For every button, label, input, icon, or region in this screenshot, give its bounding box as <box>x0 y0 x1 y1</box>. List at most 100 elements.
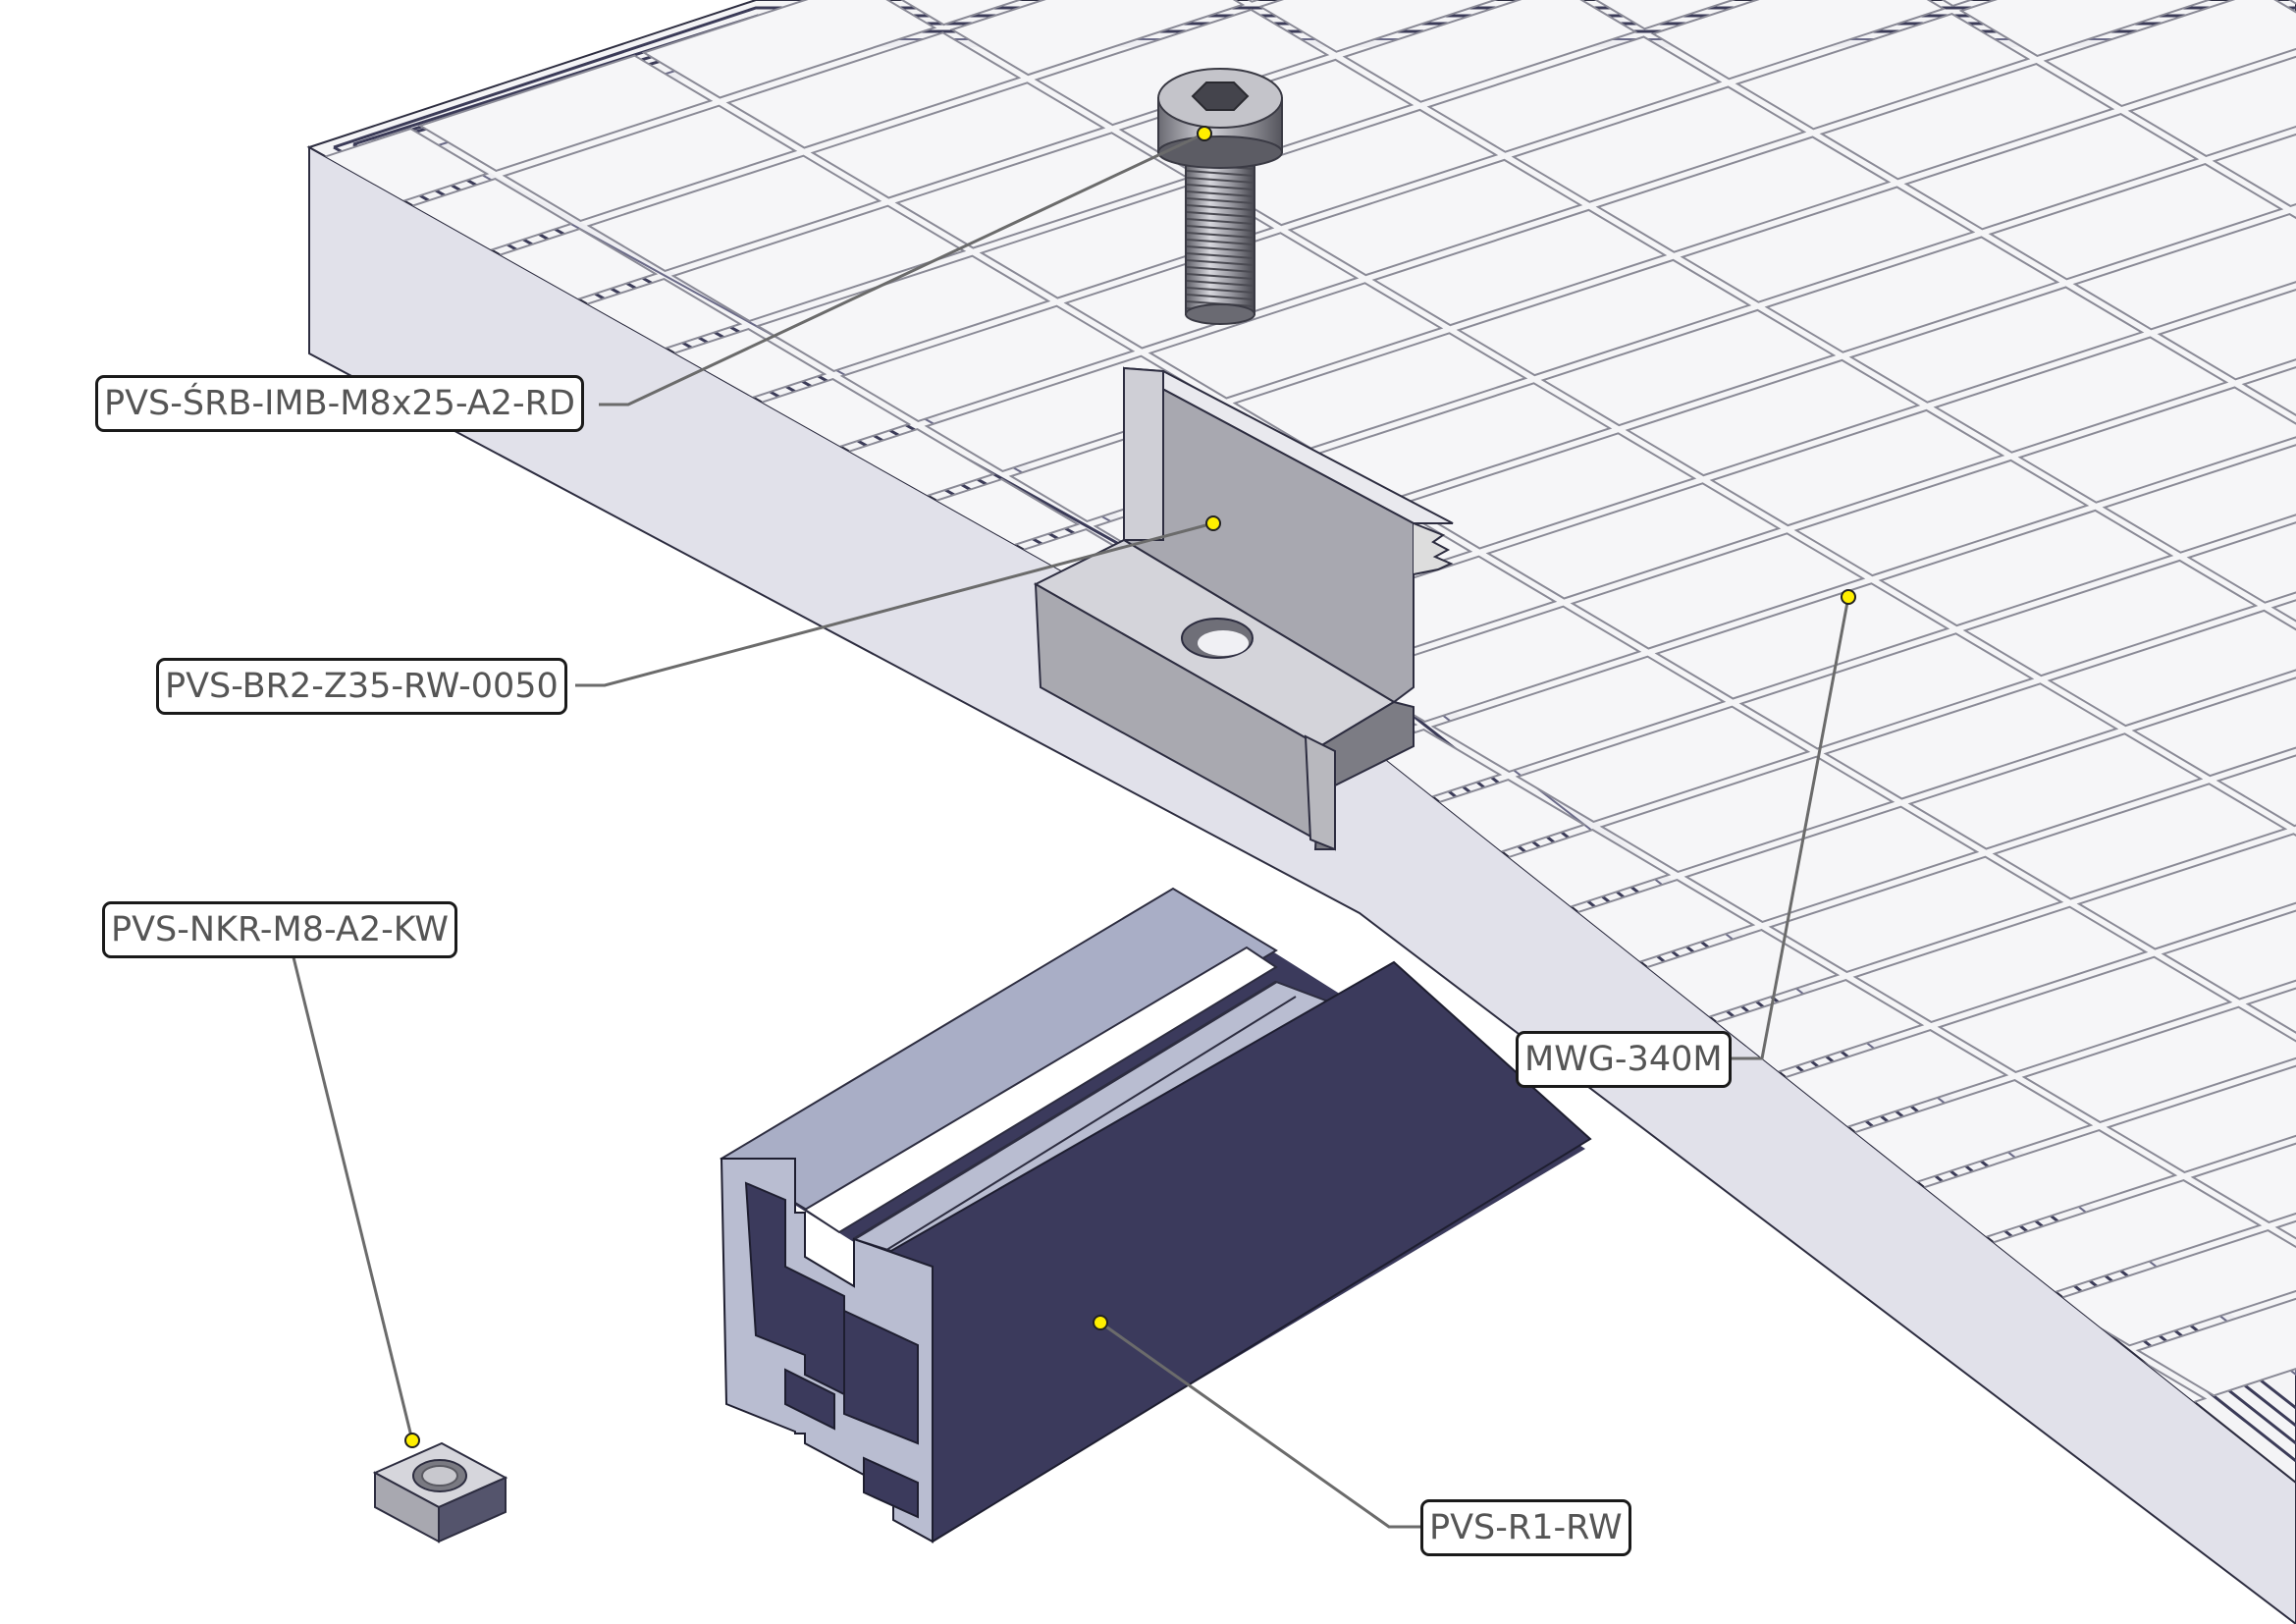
solar-cell <box>1735 13 2031 131</box>
solar-cell <box>755 254 1051 372</box>
leader-clamp <box>575 521 1214 687</box>
solar-cell <box>1878 509 2174 627</box>
solar-cell <box>1654 582 1950 700</box>
solar-cell <box>1595 135 1892 253</box>
solar-cell <box>2190 1106 2296 1223</box>
solar-cell <box>2106 1056 2296 1173</box>
solar-cell <box>2135 1279 2296 1397</box>
solar-cell <box>1540 308 1837 427</box>
solar-cell <box>502 104 798 222</box>
callout-pv-module: MWG-340M <box>1516 1031 1732 1088</box>
solar-cell <box>1768 855 2064 973</box>
leader-screw <box>599 132 1205 406</box>
callout-pv-module-text: MWG-340M <box>1524 1040 1723 1079</box>
solar-cell <box>1764 236 2060 353</box>
solar-cell <box>1683 805 1980 923</box>
solar-cell <box>1988 163 2284 281</box>
solar-cell <box>1848 286 2145 404</box>
solar-cell <box>1401 432 1697 550</box>
solar-cell <box>309 250 350 368</box>
solar-cell <box>2212 89 2296 207</box>
solar-cell <box>2127 39 2296 157</box>
solar-cell <box>1430 655 1727 773</box>
leader-rail <box>1099 1321 1421 1529</box>
solar-cell <box>1232 332 1528 450</box>
solar-cell <box>1680 186 1976 303</box>
solar-cell <box>1485 482 1782 600</box>
anchor-dot-module <box>1841 589 1856 605</box>
solar-cell <box>2161 883 2296 1001</box>
solar-cell <box>1738 632 2035 750</box>
solar-cell <box>1456 258 1752 377</box>
solar-cell <box>1570 532 1866 650</box>
callout-rail-text: PVS-R1-RW <box>1429 1508 1623 1547</box>
solar-cell <box>949 0 1246 77</box>
solar-cell <box>1599 755 1896 873</box>
solar-cell <box>1034 8 1330 127</box>
anchor-dot-clamp <box>1205 515 1221 531</box>
solar-cell <box>1650 0 1947 81</box>
solar-cell <box>810 81 1106 199</box>
solar-cell <box>1426 35 1723 153</box>
anchor-dots <box>404 126 1856 1448</box>
callout-end-clamp-text: PVS-BR2-Z35-RW-0050 <box>165 667 559 706</box>
solar-cell <box>1933 336 2229 454</box>
leader-lines <box>292 132 1850 1529</box>
solar-cell <box>1625 358 1921 477</box>
solar-cell <box>417 54 714 172</box>
solar-cell <box>2186 486 2296 604</box>
solar-cell <box>2072 213 2296 331</box>
anchor-dot-rail <box>1093 1315 1108 1330</box>
solar-cell <box>641 0 937 99</box>
solar-cell <box>1992 783 2288 900</box>
callout-square-nut: PVS-NKR-M8-A2-KW <box>102 901 458 958</box>
solar-cell <box>2131 659 2296 778</box>
solar-cell <box>1148 282 1444 400</box>
square-nut <box>372 1441 508 1543</box>
solar-cell <box>1793 459 2090 577</box>
anchor-dot-screw <box>1197 126 1212 141</box>
callout-rail: PVS-R1-RW <box>1420 1499 1631 1556</box>
solar-cell <box>2043 0 2296 107</box>
mounting-rail <box>720 887 1592 1543</box>
solar-cell <box>2017 386 2296 504</box>
solar-cell <box>1202 108 1499 227</box>
solar-cell <box>839 304 1136 422</box>
anchor-dot-nut <box>404 1433 420 1448</box>
solar-cell <box>725 31 1022 149</box>
solar-cell <box>1371 208 1668 327</box>
solar-cell <box>2157 263 2296 381</box>
solar-cell <box>1342 0 1638 103</box>
solar-cell <box>1962 559 2259 677</box>
solar-cell <box>1709 408 2005 527</box>
solar-cell <box>1852 905 2149 1023</box>
callout-screw: PVS-ŚRB-IMB-M8x25-A2-RD <box>95 375 584 432</box>
solar-cell <box>1819 63 2115 181</box>
solar-cell <box>1257 0 1554 53</box>
leader-nut <box>292 956 414 1441</box>
solar-cell <box>2021 1005 2296 1123</box>
solar-cell <box>1287 158 1583 277</box>
solar-cell <box>1511 85 1807 203</box>
solar-cell <box>0 202 263 317</box>
solar-cell <box>2076 833 2296 950</box>
solar-cell <box>2216 709 2296 828</box>
solar-cell <box>1937 955 2233 1073</box>
solar-cell <box>2241 313 2296 431</box>
solar-cell <box>2102 436 2296 554</box>
solar-cell <box>865 0 1161 27</box>
solar-cell <box>1515 705 1811 823</box>
solar-cell <box>2047 609 2296 728</box>
solar-cell <box>670 204 967 322</box>
callout-end-clamp: PVS-BR2-Z35-RW-0050 <box>156 658 567 715</box>
end-clamp <box>1033 366 1454 851</box>
callout-screw-text: PVS-ŚRB-IMB-M8x25-A2-RD <box>104 384 575 423</box>
leader-module <box>1730 596 1850 1060</box>
hex-socket-screw <box>1157 68 1283 325</box>
solar-cell <box>586 154 882 272</box>
solar-cell <box>1907 732 2204 850</box>
solar-cell <box>1903 113 2200 231</box>
solar-cell <box>1823 682 2119 800</box>
solar-cell <box>1566 0 1862 30</box>
